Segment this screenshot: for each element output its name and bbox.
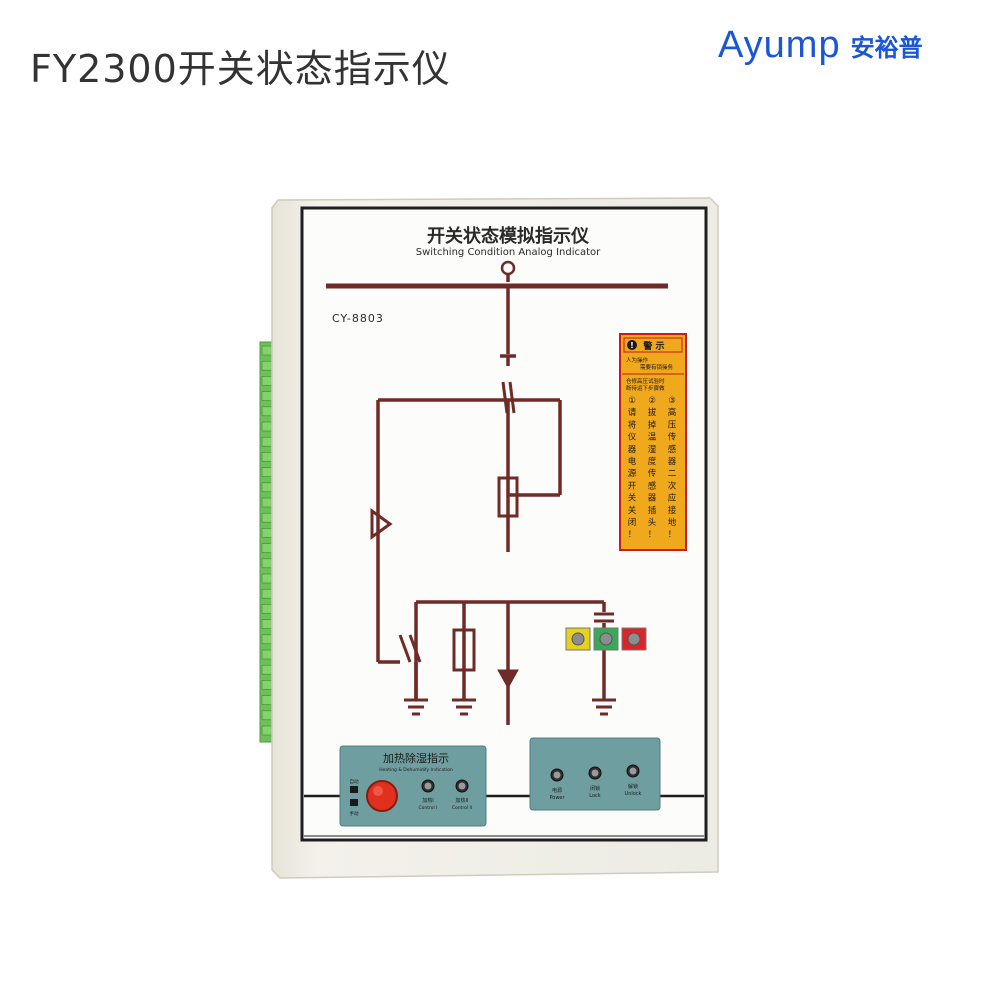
- status-lamp-green: [593, 627, 619, 651]
- status-lamp-row: [565, 627, 647, 651]
- heater-panel-title: 加热除湿指示: [383, 751, 449, 765]
- heater-lamp-2-label-en: Control II: [452, 805, 472, 811]
- warning-column-char: 请: [628, 407, 637, 418]
- warning-column-char: 开: [628, 481, 637, 491]
- warning-icon: [627, 340, 637, 350]
- warning-column-char: 传: [668, 432, 677, 443]
- heater-lamp-2: 加热II Control II: [452, 779, 472, 811]
- warning-column-char: 次: [668, 480, 677, 491]
- status-panel: 电源 Power 闭锁 Lock 解锁 Unlock: [529, 737, 661, 811]
- heater-mode-manual-icon: [350, 799, 358, 806]
- warning-column-char: ②: [648, 396, 656, 406]
- heater-mode-button[interactable]: [366, 780, 398, 812]
- warning-column-char: 关: [628, 493, 637, 504]
- power-lamp: 电源 Power: [549, 768, 565, 801]
- brand-logo: Ayump 安裕普: [718, 20, 923, 70]
- warning-column-char: 湿: [648, 444, 657, 455]
- lock-lamp: 闭锁 Lock: [588, 766, 602, 799]
- warning-column-char: 二: [668, 469, 677, 479]
- warning-column-char: ③: [668, 396, 676, 406]
- warning-column-char: 高: [668, 407, 677, 418]
- warning-column-char: ！: [668, 530, 677, 540]
- indicator-device: 开关状态模拟指示仪 Switching Condition Analog Ind…: [259, 197, 719, 879]
- warning-column-char: 感: [668, 444, 677, 455]
- heater-mode-manual-label: 手动: [350, 810, 359, 817]
- warning-column-char: 头: [648, 517, 657, 528]
- panel-subtitle: Switching Condition Analog Indicator: [416, 247, 601, 258]
- svg-text:!: !: [630, 341, 634, 350]
- warning-column-char: ！: [628, 530, 637, 540]
- heater-panel: 加热除湿指示 Heating & Dehumidify Indication 自…: [339, 745, 487, 827]
- warning-column-char: 器: [628, 445, 637, 455]
- warning-column-char: 器: [648, 494, 657, 504]
- heater-lamp-1-label-en: Control I: [418, 805, 437, 811]
- heater-lamp-1-label-cn: 加热I: [422, 797, 433, 804]
- warning-column-char: 器: [668, 457, 677, 467]
- warning-column-char: 将: [628, 419, 637, 430]
- warning-column-char: 传: [648, 468, 657, 479]
- warning-column-char: 拔: [648, 407, 657, 418]
- warning-column-char: 地: [668, 517, 677, 528]
- warning-column-char: ！: [648, 530, 657, 540]
- warning-column-char: 掉: [648, 419, 657, 430]
- heater-mode-auto-label: 自动: [350, 778, 359, 785]
- heater-lamp-1: 加热I Control I: [418, 779, 438, 811]
- warning-column-char: 感: [648, 480, 657, 491]
- earth-symbols: [404, 698, 616, 716]
- warning-column-char: 电: [628, 456, 637, 467]
- warning-subheading-2: 需要有锁操务: [640, 363, 674, 371]
- model-number: CY-8803: [332, 312, 384, 325]
- heater-mode-auto-icon: [350, 786, 358, 793]
- unlock-lamp: 解锁 Unlock: [625, 764, 642, 797]
- warning-column-char: 仪: [628, 433, 637, 443]
- warning-notice-1: 仓修高压试验时: [626, 377, 665, 385]
- warning-label: ! 警 示 人为操作 需要有锁操务 仓修高压试验时 断待运下步骤做 ①请将仪器电…: [619, 333, 687, 551]
- panel-title: 开关状态模拟指示仪: [427, 225, 590, 247]
- heater-panel-subtitle: Heating & Dehumidify Indication: [379, 767, 453, 773]
- heater-lamp-2-label-cn: 加热II: [456, 797, 469, 804]
- warning-column-char: 关: [628, 505, 637, 516]
- warning-column-char: 接: [668, 505, 677, 516]
- brand-logo-text: Ayump: [718, 23, 841, 66]
- warning-column-char: 压: [668, 420, 677, 430]
- unlock-lamp-label-en: Unlock: [625, 791, 642, 797]
- warning-column-char: 温: [648, 432, 657, 443]
- page-title: FY2300开关状态指示仪: [30, 47, 451, 91]
- unlock-lamp-label-cn: 解锁: [628, 783, 638, 790]
- status-lamp-red: [621, 627, 647, 651]
- power-lamp-label-cn: 电源: [552, 787, 562, 794]
- brand-logo-cjk: 安裕普: [850, 33, 923, 62]
- lock-lamp-label-en: Lock: [589, 793, 601, 799]
- warning-column-char: 应: [668, 493, 677, 504]
- warning-column-char: 闭: [628, 518, 637, 528]
- warning-column-char: 度: [648, 456, 657, 467]
- warning-notice-2: 断待运下步骤做: [626, 384, 665, 392]
- warning-column-char: 插: [648, 505, 657, 516]
- warning-subheading-1: 人为操作: [626, 356, 649, 364]
- warning-column-char: ①: [628, 396, 636, 406]
- status-lamp-yellow: [565, 627, 591, 651]
- warning-heading: 警 示: [643, 340, 664, 352]
- warning-column-char: 源: [628, 469, 637, 479]
- lock-lamp-label-cn: 闭锁: [590, 785, 600, 792]
- power-lamp-label-en: Power: [549, 795, 565, 801]
